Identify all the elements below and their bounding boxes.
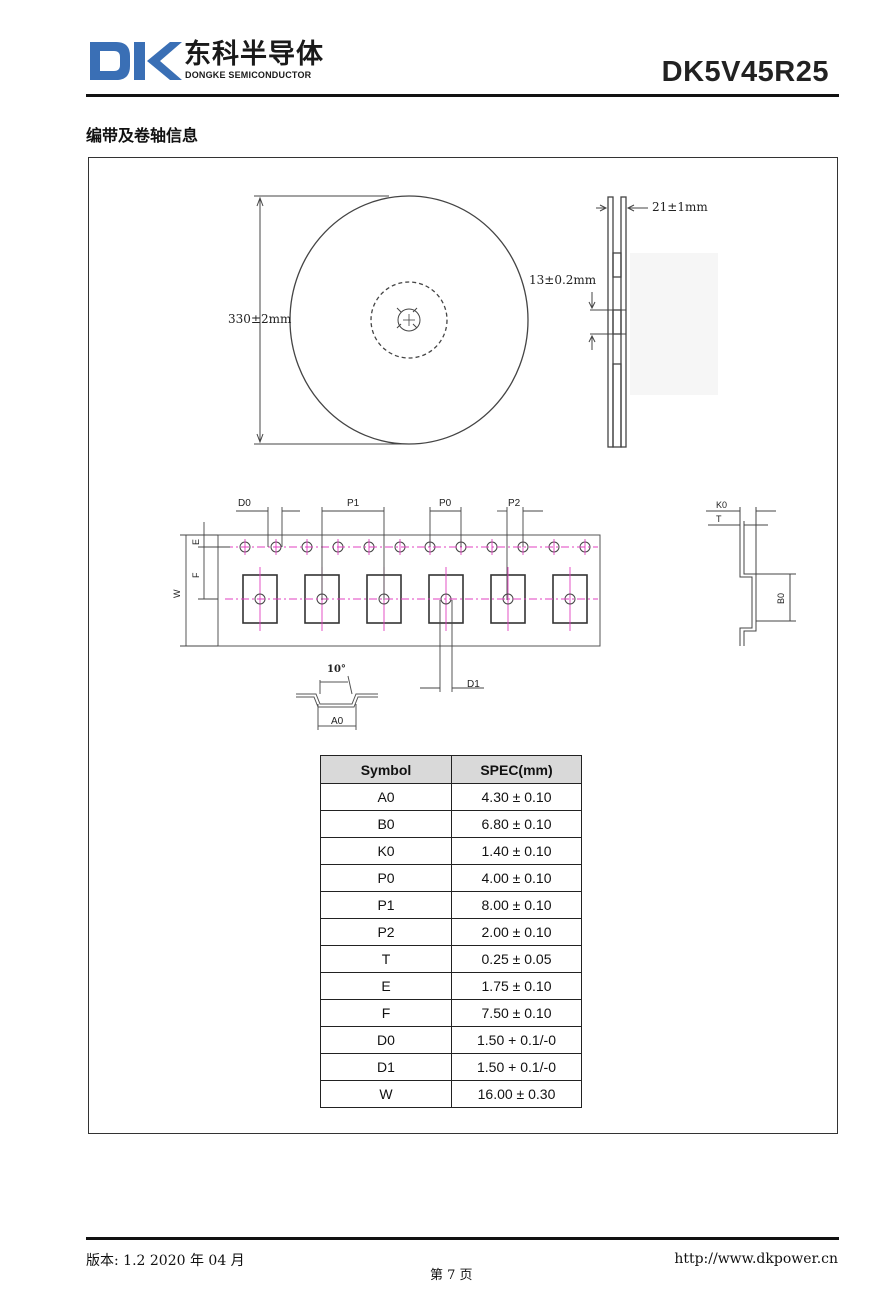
d1-label: D1: [467, 679, 480, 690]
footer-url: http://www.dkpower.cn: [674, 1251, 838, 1267]
spec-cell: 1.75 ± 0.10: [451, 972, 582, 1000]
pocket-section-view: [296, 675, 378, 730]
tape-side-view: [706, 507, 796, 646]
symbol-cell: P1: [320, 891, 452, 919]
spec-cell: 16.00 ± 0.30: [451, 1080, 582, 1108]
company-logo: 东科半导体 DONGKE SEMICONDUCTOR: [90, 40, 340, 82]
drawing-frame: [88, 157, 838, 1134]
spec-cell: 1.50 + 0.1/-0: [451, 1053, 582, 1081]
e-label: E: [191, 539, 201, 545]
header-divider: [86, 94, 839, 97]
w-label: W: [172, 589, 182, 598]
symbol-cell: B0: [320, 810, 452, 838]
a0-label: A0: [331, 716, 344, 727]
spec-cell: 2.00 ± 0.10: [451, 918, 582, 946]
reel-hub-label: 13±0.2mm: [529, 273, 597, 287]
spec-column-header: SPEC(mm): [451, 755, 582, 784]
spec-cell: 8.00 ± 0.10: [451, 891, 582, 919]
b0-label: B0: [776, 593, 786, 604]
symbol-column-header: Symbol: [320, 755, 452, 784]
spec-cell: 0.25 ± 0.05: [451, 945, 582, 973]
reel-front-view: [254, 195, 529, 445]
symbol-cell: P2: [320, 918, 452, 946]
footer-version: 版本: 1.2 2020 年 04 月: [86, 1253, 245, 1269]
logo-text-cn: 东科半导体: [184, 39, 324, 70]
symbol-cell: P0: [320, 864, 452, 892]
reel-diameter-label: 330±2mm: [228, 312, 292, 326]
logo-text-en: DONGKE SEMICONDUCTOR: [185, 70, 312, 80]
k0-label: K0: [716, 500, 727, 510]
tape-top-view: [180, 507, 601, 692]
symbol-cell: A0: [320, 783, 452, 811]
dk-logo-mark-icon: [90, 42, 182, 80]
footer-divider: [86, 1237, 839, 1240]
angle-label: 10°: [327, 664, 346, 675]
reel-center-hole: [397, 308, 421, 332]
p1-label: P1: [347, 498, 360, 509]
reel-width-label: 21±1mm: [652, 200, 708, 214]
symbol-cell: K0: [320, 837, 452, 865]
p2-label: P2: [508, 498, 521, 509]
spec-cell: 4.00 ± 0.10: [451, 864, 582, 892]
part-number-title: DK5V45R25: [661, 56, 829, 88]
spec-cell: 1.40 ± 0.10: [451, 837, 582, 865]
spec-cell: 7.50 ± 0.10: [451, 999, 582, 1027]
f-label: F: [191, 572, 201, 578]
t-label: T: [716, 514, 722, 524]
symbol-cell: D0: [320, 1026, 452, 1054]
symbol-cell: D1: [320, 1053, 452, 1081]
footer-page-number: 第 7 页: [430, 1268, 473, 1283]
section-heading: 编带及卷轴信息: [86, 126, 199, 145]
symbol-cell: F: [320, 999, 452, 1027]
symbol-cell: E: [320, 972, 452, 1000]
spec-cell: 4.30 ± 0.10: [451, 783, 582, 811]
spec-cell: 6.80 ± 0.10: [451, 810, 582, 838]
spec-cell: 1.50 + 0.1/-0: [451, 1026, 582, 1054]
p0-label: P0: [439, 498, 452, 509]
d0-label: D0: [238, 498, 251, 509]
symbol-cell: T: [320, 945, 452, 973]
reel-hub: [370, 281, 448, 359]
reel-side-view: [588, 196, 718, 448]
symbol-cell: W: [320, 1080, 452, 1108]
spec-table-header-row: Symbol SPEC(mm): [320, 755, 582, 784]
